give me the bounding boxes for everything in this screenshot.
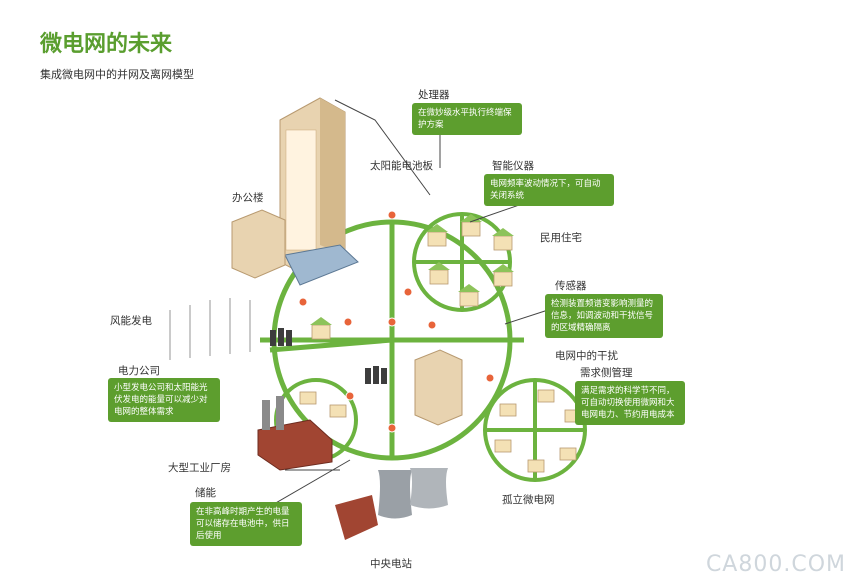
- label-factory: 大型工业厂房: [168, 462, 231, 474]
- label-processor: 处理器: [418, 89, 450, 101]
- label-central: 中央电站: [370, 558, 412, 570]
- box-processor: 在微妙级水平执行终端保护方案: [412, 103, 522, 135]
- label-island: 孤立微电网: [502, 494, 555, 506]
- label-sensor: 传感器: [555, 280, 587, 292]
- label-interference: 电网中的干扰: [555, 350, 618, 362]
- page-title: 微电网的未来: [40, 32, 173, 57]
- battery-banks: [270, 328, 387, 384]
- box-utility: 小型发电公司和太阳能光伏发电的能量可以减少对电网的整体需求: [108, 378, 220, 422]
- label-solar-panel: 太阳能电池板: [370, 160, 433, 172]
- label-smart-meter: 智能仪器: [492, 160, 534, 172]
- box-demand: 满足需求的科学节不同，可自动切换使用微网和大电网电力、节约用电成本: [575, 381, 685, 425]
- label-wind: 风能发电: [110, 315, 152, 327]
- office-tower: [279, 97, 359, 286]
- label-storage: 储能: [195, 487, 216, 499]
- box-storage: 在非高峰时期产生的电量可以储存在电池中，供日后使用: [190, 502, 302, 546]
- factory: [257, 396, 333, 471]
- label-demand: 需求侧管理: [580, 367, 633, 379]
- houses: [299, 221, 582, 473]
- wind-turbines: [169, 298, 251, 360]
- box-smart-meter: 电网频率波动情况下，可自动关闭系统: [484, 174, 614, 206]
- small-office: [231, 209, 286, 279]
- label-office: 办公楼: [232, 192, 264, 204]
- box-sensor: 检测装置频谱变影响测量的信息，如调波动和干扰信号的区域精确隔离: [545, 294, 663, 338]
- watermark: CA800.COM: [705, 552, 846, 577]
- label-residential: 民用住宅: [540, 232, 582, 244]
- sensor-nodes: [298, 210, 495, 433]
- central-power-plant: [335, 468, 448, 540]
- label-utility: 电力公司: [118, 365, 160, 377]
- page-subtitle: 集成微电网中的并网及离网模型: [40, 68, 194, 81]
- apartment: [414, 349, 463, 426]
